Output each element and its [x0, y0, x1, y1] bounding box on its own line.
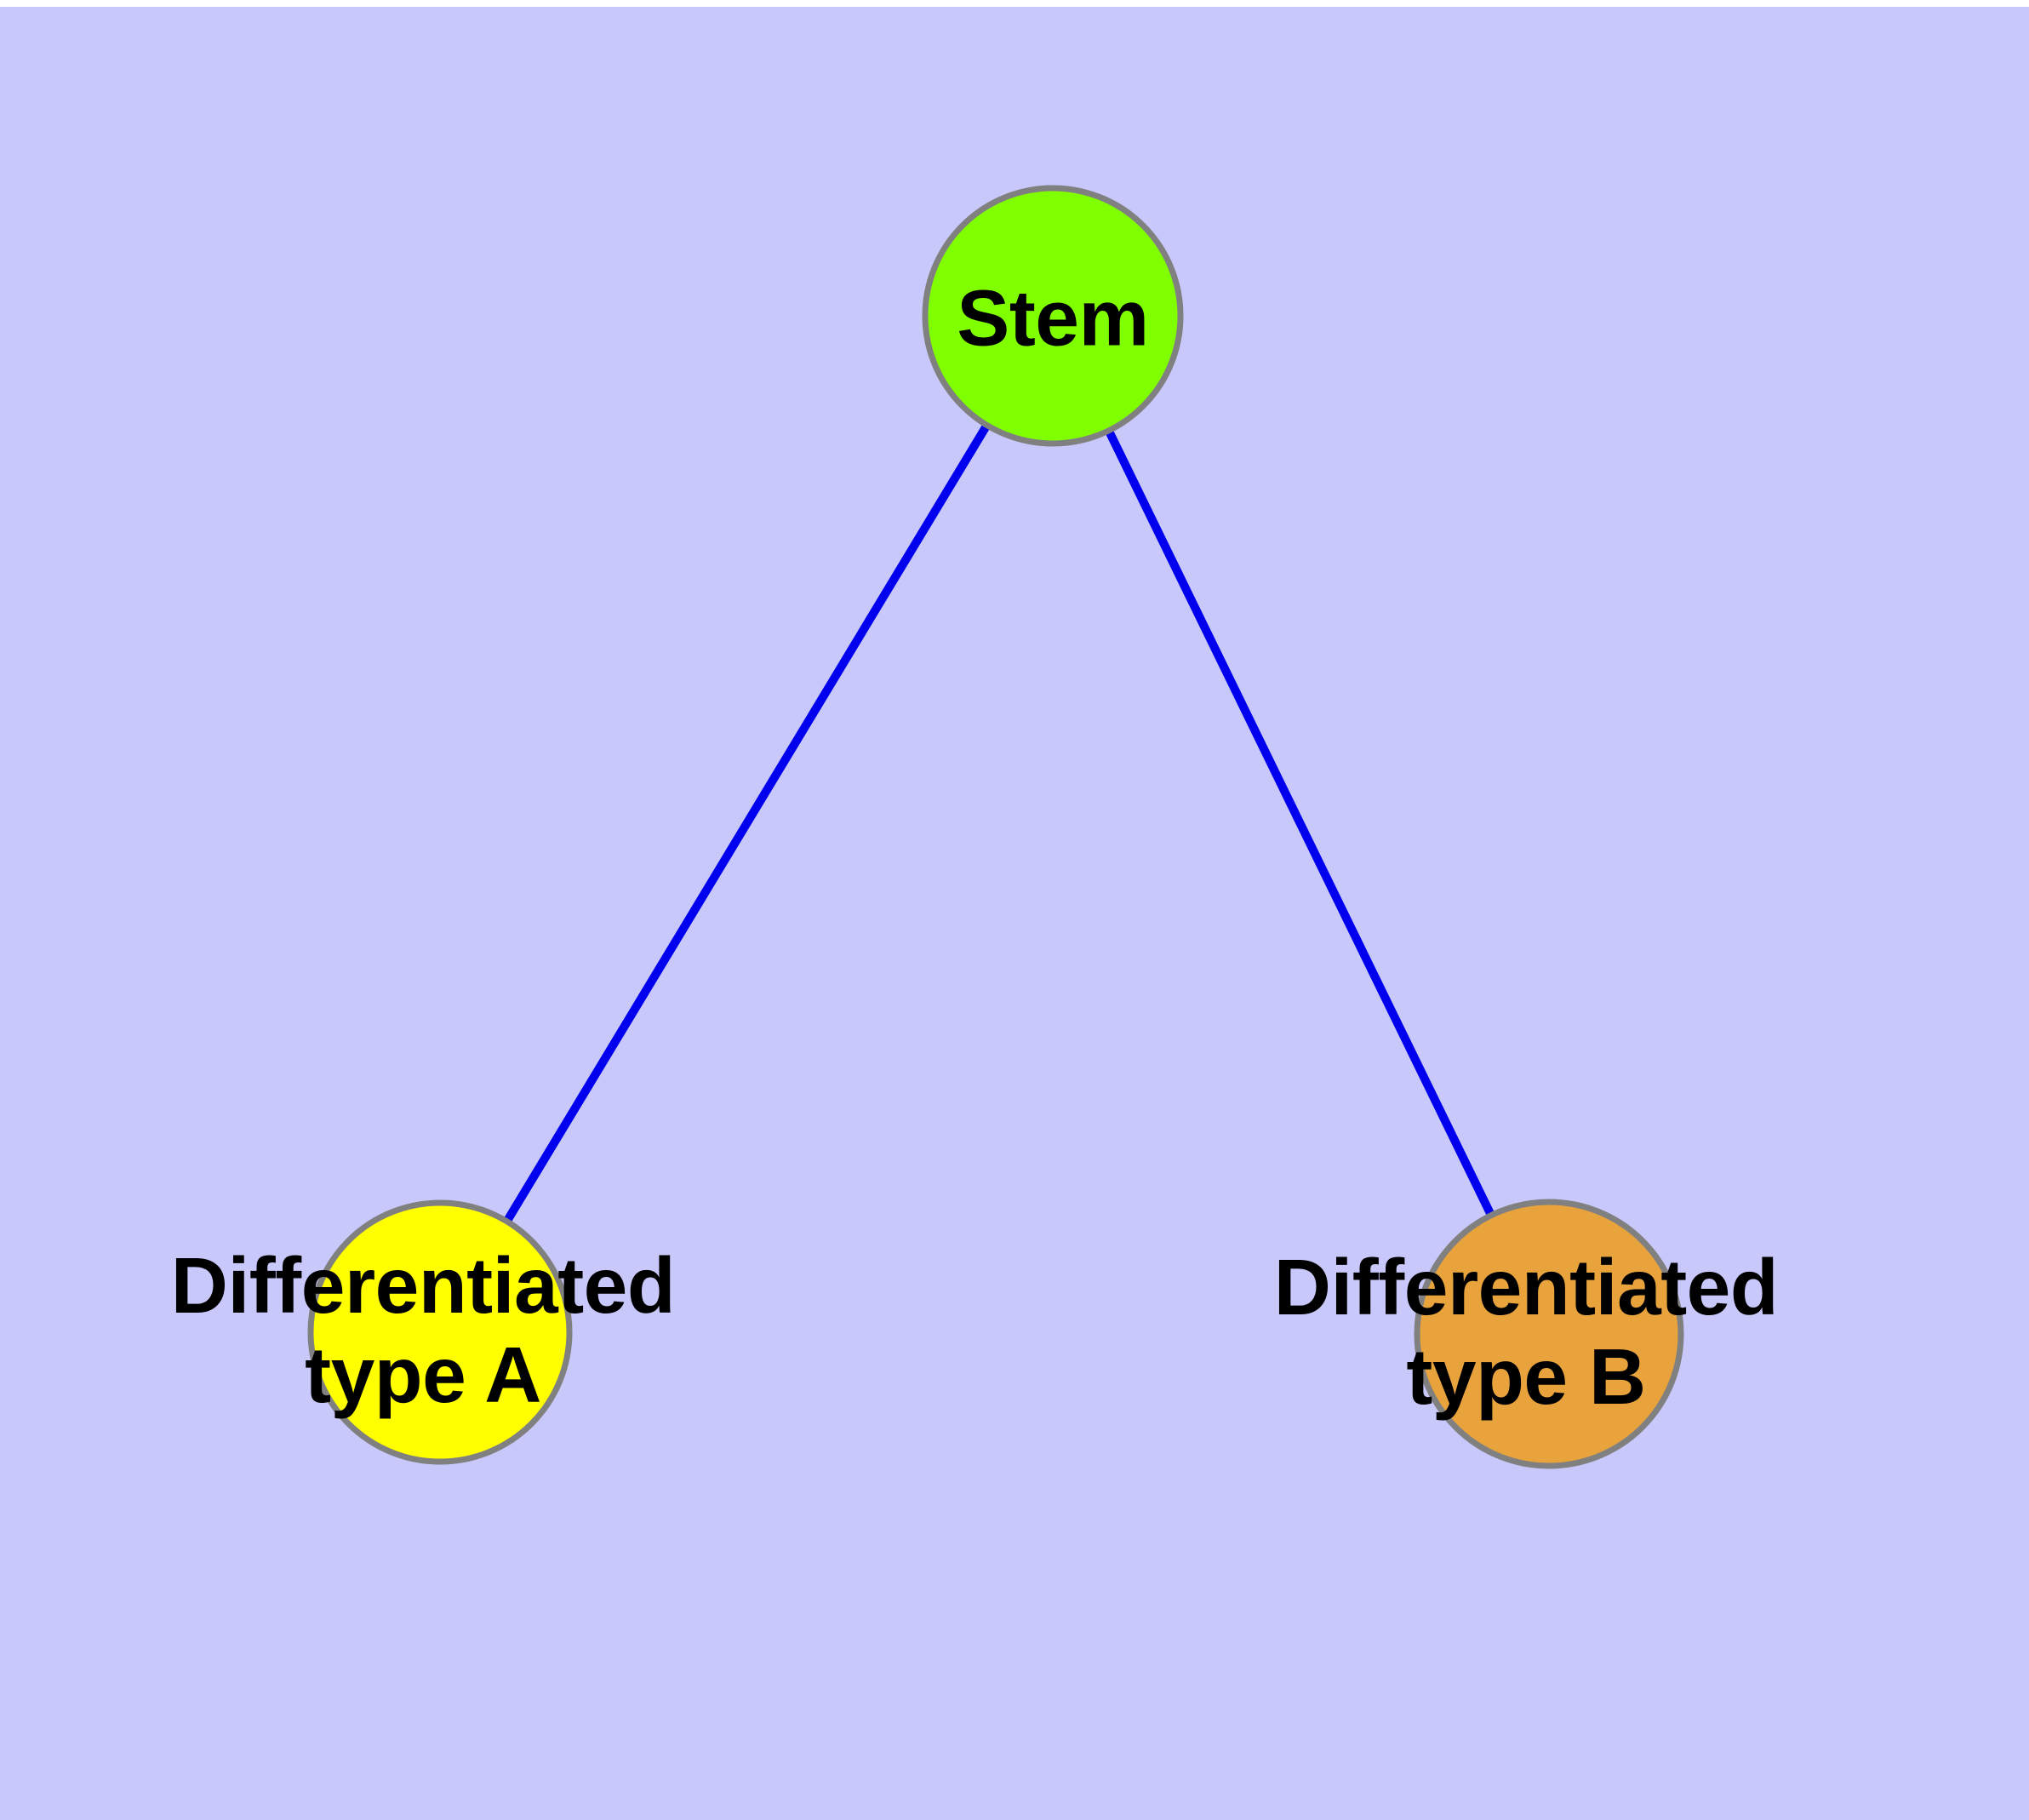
- edge-stem-to-differentiated-type-a[interactable]: [501, 421, 992, 1227]
- node-layer: [307, 185, 1684, 1469]
- edge-stem-to-differentiated-type-b[interactable]: [1103, 426, 1496, 1220]
- node-differentiated-type-b[interactable]: [1414, 1199, 1684, 1469]
- node-stem[interactable]: [922, 185, 1184, 447]
- node-differentiated-type-a[interactable]: [307, 1199, 573, 1465]
- edge-layer: [501, 421, 1496, 1227]
